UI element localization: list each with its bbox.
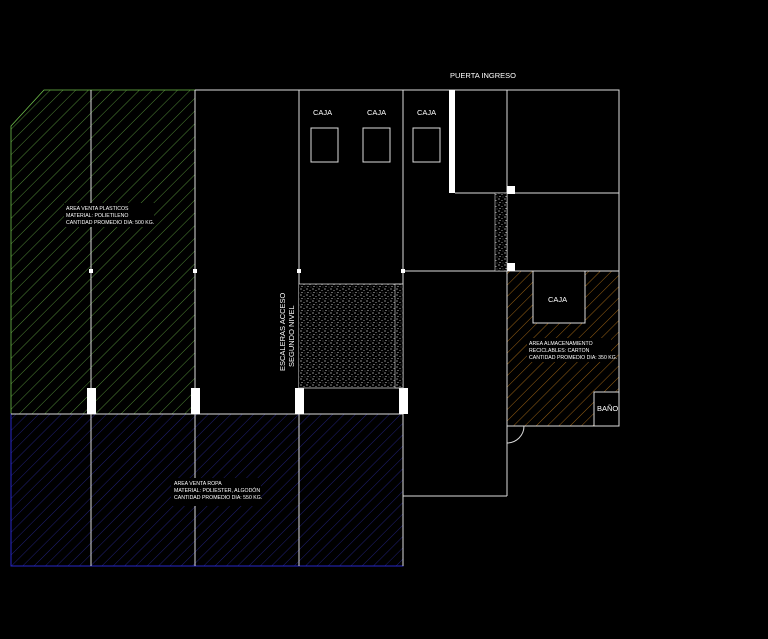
entrance-label: PUERTA INGRESO [450,71,516,80]
stairs-label-line2: SEGUNDO NIVEL [287,305,296,367]
cash-registers [310,127,586,324]
recycling-area-text: AREA ALMACENAMIENTO RECICLABLES: CARTON … [527,338,617,362]
bathroom-label: BAÑO [597,404,618,413]
clothing-area-text: AREA VENTA ROPA MATERIAL: POLIESTER, ALG… [171,478,262,506]
plastics-area-line1: AREA VENTA PLASTICOS [66,206,129,212]
bathroom [593,391,620,427]
clothing-area-line1: AREA VENTA ROPA [174,481,222,487]
zone-plastics [10,89,196,415]
caja-4-label: CAJA [548,295,567,304]
plastics-area-line2: MATERIAL: POLIETILENO [66,213,128,219]
recycling-area-line2: RECICLABLES: CARTON [529,348,590,354]
plastics-area-line3: CANTIDAD PROMEDIO DIA: 500 KG. [66,220,154,226]
stairs [299,192,508,389]
clothing-area-line2: MATERIAL: POLIESTER, ALGODÓN [174,487,260,494]
recycling-area-line1: AREA ALMACENAMIENTO [529,341,593,347]
caja-1-label: CAJA [313,108,332,117]
clothing-area-line3: CANTIDAD PROMEDIO DIA: 550 KG. [174,495,262,501]
caja-2-label: CAJA [367,108,386,117]
entrance-door [449,90,455,193]
plastics-area-text: AREA VENTA PLASTICOS MATERIAL: POLIETILE… [64,203,154,227]
stairs-label-line1: ESCALERAS ACCESO [278,292,287,371]
caja-3-label: CAJA [417,108,436,117]
columns [87,186,515,414]
recycling-area-line3: CANTIDAD PROMEDIO DIA: 350 KG. [529,355,617,361]
